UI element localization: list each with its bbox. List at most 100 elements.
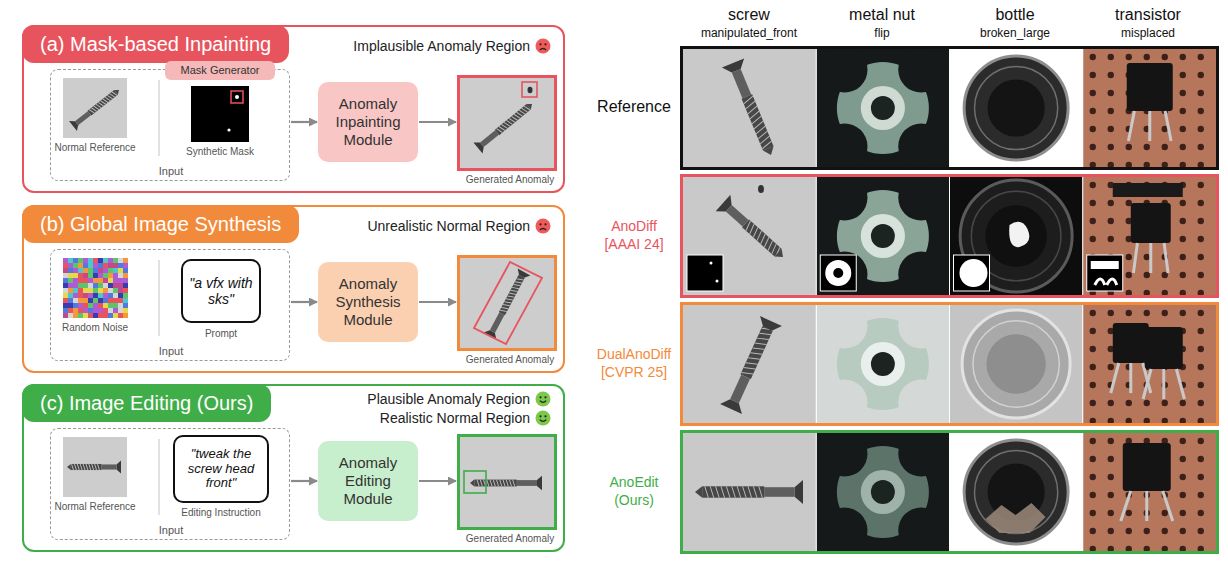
- nut-hole: [871, 224, 895, 248]
- mask-spot: [235, 95, 239, 99]
- noise-pixel: [123, 263, 128, 268]
- board-hole: [1090, 400, 1096, 406]
- nut-notch: [898, 305, 944, 349]
- thread-line: [752, 345, 764, 353]
- board-hole: [1180, 54, 1186, 60]
- noise-pixel: [118, 273, 123, 278]
- sample-cell: [1083, 305, 1216, 423]
- board-hole: [1180, 72, 1186, 78]
- module-label: Anomaly Inpainting Module: [318, 95, 418, 149]
- noise-pixel: [68, 268, 73, 273]
- thread-line: [513, 283, 520, 288]
- module-box: Anomaly Editing Module: [318, 441, 418, 521]
- noise-pixel: [113, 303, 118, 308]
- transistor-body: [1131, 203, 1171, 243]
- board-hole: [1126, 310, 1132, 316]
- board-hole: [1180, 528, 1186, 534]
- noise-pixel: [108, 308, 113, 313]
- noise-pixel: [103, 263, 108, 268]
- noise-pixel: [108, 283, 113, 288]
- nut-notch: [821, 507, 867, 551]
- board-hole: [1162, 290, 1168, 295]
- generated-illustration: [460, 258, 554, 348]
- thread-line: [493, 480, 495, 487]
- noise-pixel: [83, 303, 88, 308]
- noise-pixel: [68, 273, 73, 278]
- generated-illustration: [460, 78, 554, 168]
- board-hole: [1198, 54, 1204, 60]
- screw-tip: [67, 464, 71, 470]
- noise-pixel: [63, 303, 68, 308]
- board-hole: [1108, 162, 1114, 167]
- nut-collar: [861, 342, 905, 386]
- board-hole: [1198, 438, 1204, 444]
- noise-pixel: [103, 293, 108, 298]
- sad-face-icon: [535, 218, 551, 234]
- transistor-leg: [1121, 491, 1131, 521]
- screw-figure: [722, 58, 782, 159]
- header-note: Realistic Normal Region: [380, 410, 530, 426]
- board-hole: [1126, 510, 1132, 516]
- mask-bar: [1091, 261, 1119, 269]
- item-caption: Generated Anomaly: [440, 354, 580, 365]
- nut-notch: [821, 123, 867, 167]
- screw-tip: [526, 101, 534, 109]
- sample-cell: [950, 305, 1083, 423]
- noise-pixel: [88, 278, 93, 283]
- screw-head: [117, 461, 121, 474]
- thread-line: [503, 480, 505, 487]
- transistor-leg: [1128, 111, 1134, 141]
- sample-images: [683, 305, 1216, 423]
- board-hole: [1162, 310, 1168, 316]
- row-label: DualAnoDiff: [588, 346, 680, 362]
- board-hole: [1198, 310, 1204, 316]
- noise-pixel: [103, 308, 108, 313]
- board-hole: [1090, 328, 1096, 334]
- board-hole: [1198, 236, 1204, 242]
- noise-pixel: [123, 278, 128, 283]
- bottle-bottom: [986, 334, 1045, 393]
- board-hole: [1090, 144, 1096, 150]
- board-hole: [1108, 108, 1114, 114]
- noise-pixel: [68, 293, 73, 298]
- row-label: [CVPR 25]: [588, 364, 680, 380]
- board-hole: [1090, 310, 1096, 316]
- header-line: Unrealistic Normal Region: [367, 218, 551, 234]
- noise-pixel: [68, 263, 73, 268]
- noise-pixel: [93, 288, 98, 293]
- noise-pixel: [93, 293, 98, 298]
- item-caption: Random Noise: [53, 322, 137, 333]
- sample-cell: [816, 433, 949, 551]
- group-caption: Input: [51, 345, 291, 357]
- noise-pixel: [108, 263, 113, 268]
- board-hole: [1180, 90, 1186, 96]
- pill-box: Mask Generator: [165, 61, 275, 80]
- thread-line: [726, 486, 730, 497]
- board-hole: [1198, 456, 1204, 462]
- transistor-leg: [1111, 363, 1119, 393]
- board-hole: [1180, 144, 1186, 150]
- screw-thread: [88, 90, 118, 116]
- board-hole: [1108, 72, 1114, 78]
- transistor-body: [1113, 323, 1149, 363]
- screw-thread: [702, 486, 764, 497]
- image-ground: [63, 78, 127, 138]
- nut-collar: [861, 470, 905, 514]
- board-hole: [1108, 438, 1114, 444]
- noise-pixel: [98, 298, 103, 303]
- thread-line: [755, 340, 767, 348]
- board-hole: [1108, 90, 1114, 96]
- nut-notch: [898, 49, 944, 93]
- thread-line: [487, 480, 489, 487]
- board-hole: [1090, 510, 1096, 516]
- flow-arrow: [291, 480, 317, 482]
- noise-pixel: [83, 283, 88, 288]
- board-hole: [1198, 290, 1204, 295]
- board-hole: [1180, 510, 1186, 516]
- quote-box: "a vfx with sks": [181, 259, 261, 323]
- noise-pixel: [118, 293, 123, 298]
- thread-line: [716, 486, 720, 497]
- sample-images: [683, 49, 1216, 167]
- noise-pixel: [68, 303, 73, 308]
- thread-line: [750, 350, 762, 358]
